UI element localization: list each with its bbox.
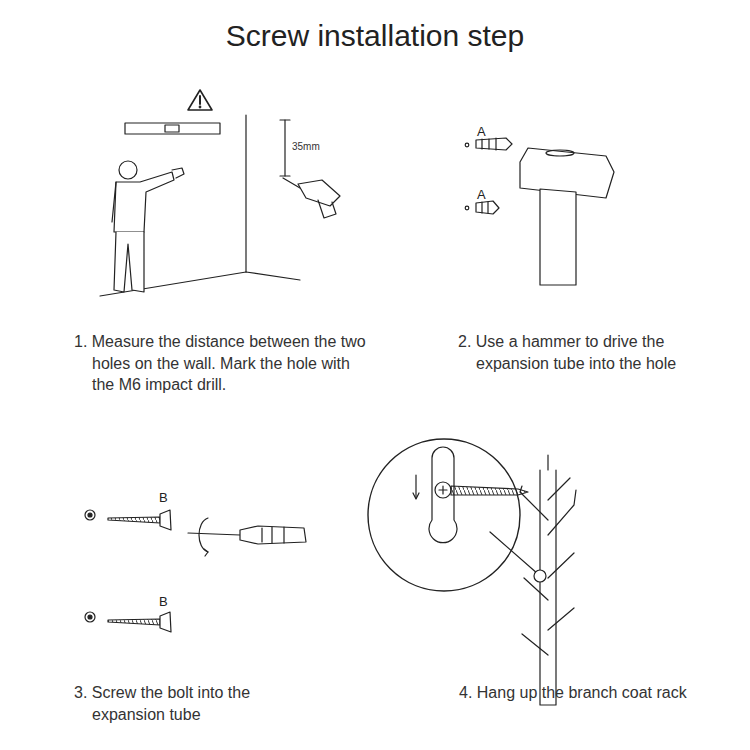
part-letter: A: [477, 123, 486, 141]
part-letter: B: [159, 593, 168, 611]
dimension-label: 35mm: [292, 140, 320, 154]
step-text: 3. Screw the bolt into the expansion tub…: [74, 682, 304, 725]
step-text: 2. Use a hammer to drive the expansion t…: [458, 331, 728, 374]
step-text: 1. Measure the distance between the two …: [74, 331, 374, 396]
step-text: 4. Hang up the branch coat rack: [459, 682, 739, 704]
part-letter: A: [477, 186, 486, 204]
part-letter: B: [159, 489, 168, 507]
title: Screw installation step: [0, 16, 750, 57]
